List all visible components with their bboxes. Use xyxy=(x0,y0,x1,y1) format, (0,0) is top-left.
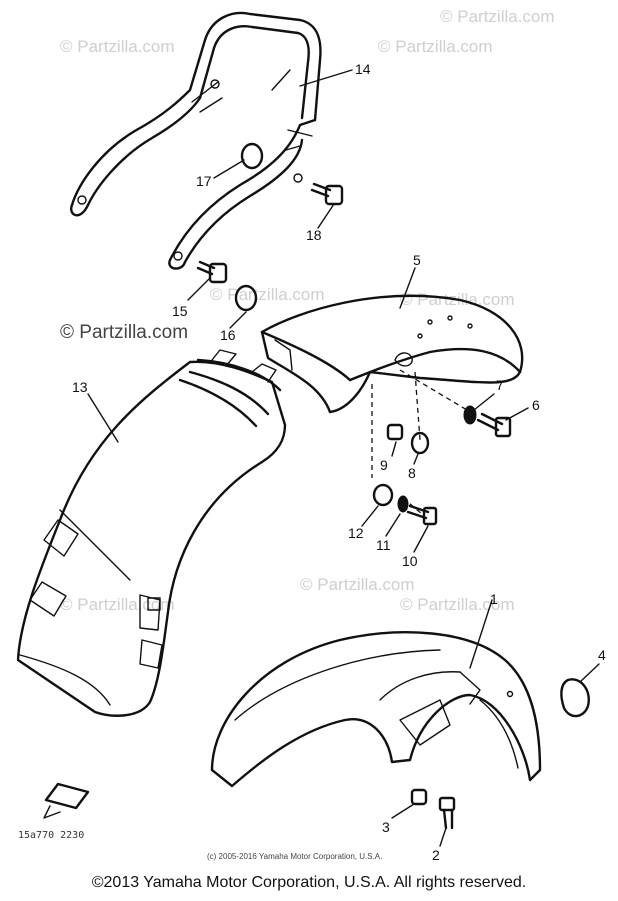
part-4-grommet xyxy=(560,678,590,718)
part-15-bolt xyxy=(196,260,228,284)
callout-7: 7 xyxy=(496,377,504,393)
part-8-washer xyxy=(410,431,430,455)
copyright-small: (c) 2005-2016 Yamaha Motor Corporation, … xyxy=(207,852,382,861)
part-16-rubber xyxy=(234,284,258,312)
assembly-lines xyxy=(371,369,473,515)
footer-copyright: ©2013 Yamaha Motor Corporation, U.S.A. A… xyxy=(91,874,527,891)
watermark-top-left: © Partzilla.com xyxy=(60,37,175,56)
leader-lines xyxy=(87,69,600,847)
part-6-bolt xyxy=(476,412,512,438)
part-14-grab-bar xyxy=(70,11,322,270)
callout-6: 6 xyxy=(532,397,540,413)
front-arrow-icon xyxy=(43,782,90,819)
watermark-lower-center: © Partzilla.com xyxy=(300,575,415,594)
part-17-rubber xyxy=(240,142,264,170)
part-12-collar xyxy=(372,483,394,507)
part-9-nut xyxy=(386,423,404,441)
watermark-mid-left: © Partzilla.com xyxy=(60,322,188,343)
watermark-top-far-right: © Partzilla.com xyxy=(440,7,555,26)
callout-2: 2 xyxy=(432,847,440,863)
watermarks: © Partzilla.com © Partzilla.com © Partzi… xyxy=(60,7,555,614)
watermark-lower-right: © Partzilla.com xyxy=(400,595,515,614)
callout-16: 16 xyxy=(220,327,236,343)
callout-14: 14 xyxy=(355,61,371,77)
part-10-bolt xyxy=(406,504,438,526)
callout-15: 15 xyxy=(172,303,188,319)
callouts: 1 2 3 4 5 6 7 8 9 10 11 12 13 14 15 16 1… xyxy=(72,61,606,863)
callout-17: 17 xyxy=(196,173,212,189)
callout-4: 4 xyxy=(598,647,606,663)
part-2-bolt xyxy=(438,796,456,830)
callout-13: 13 xyxy=(72,379,88,395)
diagram-code: 15a770 2230 xyxy=(18,830,84,841)
callout-8: 8 xyxy=(408,465,416,481)
part-18-bolt xyxy=(310,182,344,206)
callout-12: 12 xyxy=(348,525,364,541)
part-5-fender-section xyxy=(260,294,524,414)
watermark-top-right: © Partzilla.com xyxy=(378,37,493,56)
callout-18: 18 xyxy=(306,227,322,243)
callout-3: 3 xyxy=(382,819,390,835)
part-13-rear-fender xyxy=(16,349,287,717)
watermark-lower-left: © Partzilla.com xyxy=(60,595,175,614)
part-1-front-fender xyxy=(210,631,542,788)
callout-1: 1 xyxy=(490,591,498,607)
callout-5: 5 xyxy=(413,252,421,268)
callout-9: 9 xyxy=(380,457,388,473)
part-11-washer xyxy=(397,495,409,513)
part-3-nut xyxy=(410,788,428,806)
callout-11: 11 xyxy=(376,537,391,553)
watermark-center: © Partzilla.com xyxy=(210,285,325,304)
part-7-washer xyxy=(463,405,477,425)
callout-10: 10 xyxy=(402,553,418,569)
